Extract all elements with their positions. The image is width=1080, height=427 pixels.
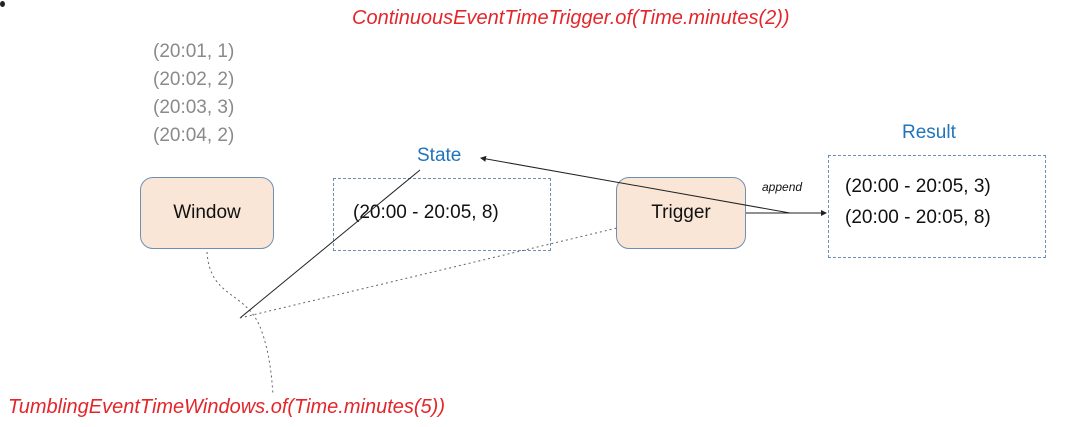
window-box: Window: [140, 177, 274, 249]
window-assigner-caption: TumblingEventTimeWindows.of(Time.minutes…: [8, 396, 445, 418]
trigger-box: Trigger: [616, 177, 746, 249]
event-list: (20:01, 1) (20:02, 2) (20:03, 3) (20:04,…: [153, 38, 234, 150]
result-label: Result: [902, 122, 956, 143]
window-label: Window: [173, 202, 241, 223]
state-value: (20:00 - 20:05, 8): [353, 202, 499, 223]
window-to-caption-curve: [206, 251, 274, 396]
result-line: (20:00 - 20:05, 8): [845, 207, 991, 228]
event-item: (20:02, 2): [153, 69, 235, 90]
state-label: State: [417, 145, 462, 166]
result-line: (20:00 - 20:05, 3): [845, 176, 991, 197]
state-panel: (20:00 - 20:05, 8): [333, 178, 551, 251]
event-item: (20:03, 3): [153, 97, 235, 118]
append-label: append: [762, 180, 803, 194]
window-to-trigger-line: [239, 227, 618, 319]
trigger-code-caption: ContinuousEventTimeTrigger.of(Time.minut…: [352, 7, 790, 29]
trigger-to-state-line: [480, 155, 791, 214]
result-panel: (20:00 - 20:05, 3) (20:00 - 20:05, 8): [828, 155, 1046, 258]
event-item: (20:04, 2): [153, 125, 235, 146]
window-to-state-line: [239, 169, 421, 319]
event-item: (20:01, 1): [153, 41, 235, 62]
trigger-label: Trigger: [651, 202, 711, 223]
bullet-dot: [0, 1, 5, 7]
